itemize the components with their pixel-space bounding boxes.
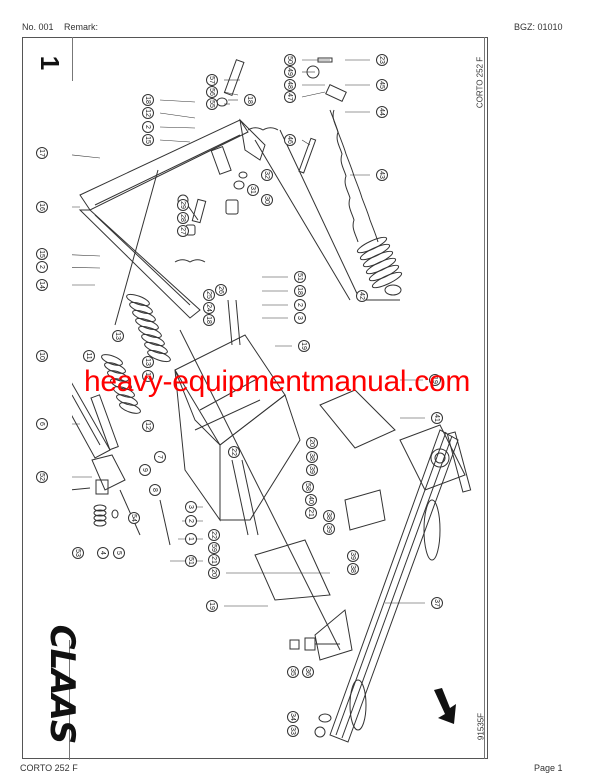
part-callout: 18 <box>142 94 154 106</box>
part-callout: 41 <box>431 412 443 424</box>
part-callout: 38 <box>306 451 318 463</box>
part-callout: 36 <box>302 666 314 678</box>
part-callout: 34 <box>287 711 299 723</box>
part-callout: 43 <box>376 169 388 181</box>
sheet-number: 1 <box>35 55 65 71</box>
part-callout: 19 <box>206 600 218 612</box>
part-callout: 50 <box>284 54 296 66</box>
part-callout: 29 <box>177 199 189 211</box>
part-callout: 16 <box>36 201 48 213</box>
frame-divider <box>69 640 70 760</box>
part-callout: 38 <box>347 563 359 575</box>
frame-divider <box>484 37 485 759</box>
main-beam <box>329 429 459 743</box>
part-callout: 2 <box>142 121 154 133</box>
drawbar-frame <box>79 119 249 211</box>
part-callout: 52 <box>36 471 48 483</box>
frame-divider <box>72 37 73 81</box>
part-callout: 10 <box>36 350 48 362</box>
part-callout: 54 <box>128 512 140 524</box>
watermark-text: heavy-equipmentmanual.com <box>84 365 471 398</box>
part-callout: 28 <box>177 212 189 224</box>
part-callout: 48 <box>284 79 296 91</box>
part-callout: 38 <box>323 510 335 522</box>
part-callout: 44 <box>376 106 388 118</box>
part-callout: 12 <box>142 420 154 432</box>
exploded-parts-diagram <box>72 57 472 743</box>
part-callout: 22 <box>228 446 240 458</box>
part-callout: 23 <box>376 54 388 66</box>
part-callout: 45 <box>376 79 388 91</box>
footer-model: CORTO 252 F <box>20 763 78 773</box>
part-callout: 40 <box>305 494 317 506</box>
part-callout: 59 <box>208 542 220 554</box>
part-callout: 7 <box>154 451 166 463</box>
remark-label: Remark: <box>64 22 99 32</box>
part-callout: 57 <box>206 74 218 86</box>
tension-spring-13 <box>126 293 171 363</box>
part-callout: 55 <box>206 98 218 110</box>
part-callout: 3 <box>185 501 197 513</box>
part-callout: 5 <box>113 547 125 559</box>
part-callout: 9 <box>139 464 151 476</box>
part-callout: 33 <box>287 725 299 737</box>
part-callout: 39 <box>323 523 335 535</box>
part-callout: 14 <box>36 279 48 291</box>
part-callout: 32 <box>261 169 273 181</box>
bgz-code: BGZ: 01010 <box>514 22 563 32</box>
part-callout: 11 <box>83 350 95 362</box>
part-callout: 18 <box>294 285 306 297</box>
part-callout: 42 <box>356 290 368 302</box>
part-callout: 17 <box>36 147 48 159</box>
part-callout: 24 <box>203 302 215 314</box>
part-callout: 2 <box>185 515 197 527</box>
part-callout: 26 <box>215 284 227 296</box>
part-callout: 20 <box>306 437 318 449</box>
part-callout: 18 <box>203 314 215 326</box>
part-callout: 12 <box>142 107 154 119</box>
part-callout: 51 <box>185 555 197 567</box>
part-callout: 3 <box>294 312 306 324</box>
part-callout: 13 <box>112 330 124 342</box>
part-callout: 2 <box>36 261 48 273</box>
part-callout: 46 <box>284 134 296 146</box>
page-header-left: No. 001 Remark: <box>22 22 106 32</box>
part-callout: 39 <box>347 550 359 562</box>
direction-arrow-icon <box>434 688 456 724</box>
part-callout: 20 <box>208 567 220 579</box>
part-callout: 47 <box>284 91 296 103</box>
part-callout: 35 <box>287 666 299 678</box>
part-callout: 27 <box>177 225 189 237</box>
tension-spring-13b <box>101 354 141 414</box>
part-callout: 21 <box>208 554 220 566</box>
part-callout: 39 <box>306 464 318 476</box>
part-callout: 51 <box>294 271 306 283</box>
part-callout: 15 <box>36 248 48 260</box>
part-callout: 58 <box>302 481 314 493</box>
part-callout: 49 <box>284 66 296 78</box>
part-callout: 22 <box>208 529 220 541</box>
page-number: Page 1 <box>534 763 563 773</box>
part-callout: 8 <box>149 484 161 496</box>
part-callout: 37 <box>431 597 443 609</box>
part-callout: 25 <box>203 289 215 301</box>
part-callout: 2 <box>294 299 306 311</box>
part-callout: 6 <box>36 418 48 430</box>
part-callout: 15 <box>142 134 154 146</box>
part-callout: 19 <box>298 340 310 352</box>
part-callout: 31 <box>247 184 259 196</box>
document-number: No. 001 <box>22 22 54 32</box>
part-callout: 21 <box>305 507 317 519</box>
part-callout: 18 <box>244 94 256 106</box>
tension-spring-right <box>356 236 403 296</box>
part-callout: 1 <box>185 533 197 545</box>
part-callout: 56 <box>206 86 218 98</box>
part-callout: 53 <box>72 547 84 559</box>
part-callout: 4 <box>97 547 109 559</box>
drawing-frame <box>22 37 488 759</box>
part-callout: 30 <box>261 194 273 206</box>
